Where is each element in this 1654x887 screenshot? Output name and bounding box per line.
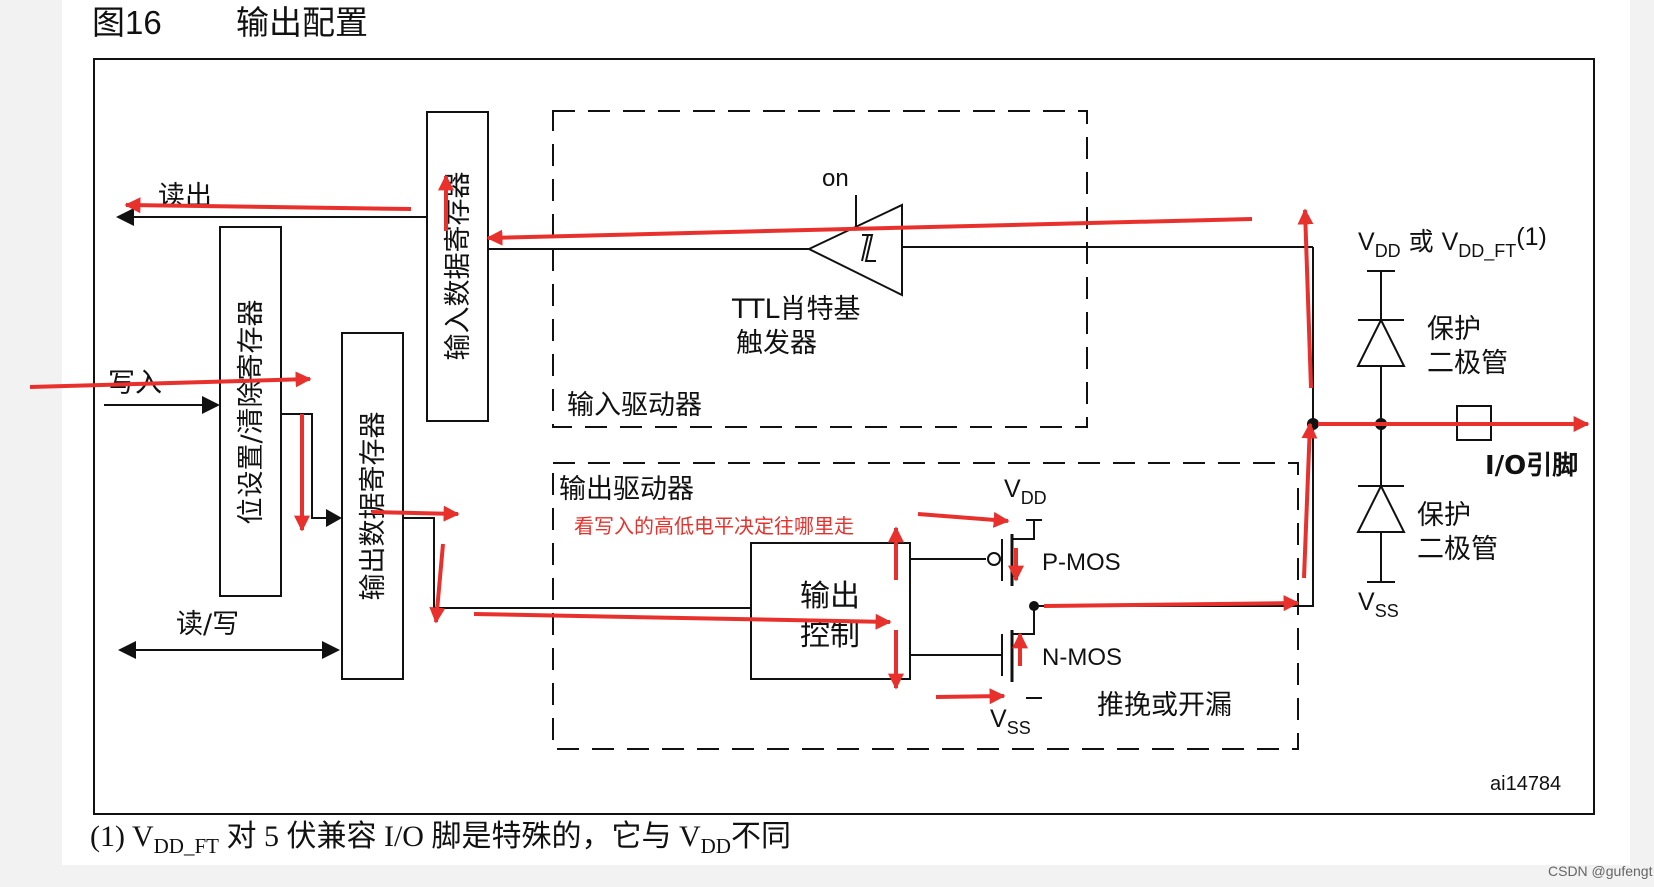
protection-diode-top-icon <box>1356 317 1406 367</box>
push-pull-open-drain-label: 推挽或开漏 <box>1097 690 1232 721</box>
schmitt-on-label: on <box>822 165 849 192</box>
input-driver-box <box>552 110 1088 428</box>
figure-number: 图16 <box>92 4 162 41</box>
diode-top-label-2: 二极管 <box>1427 348 1508 379</box>
red-arrow-to-input-register <box>486 217 1253 246</box>
pmos-label: P-MOS <box>1042 549 1121 576</box>
output-control-label-2: 控制 <box>800 618 860 653</box>
figure-title: 输出配置 <box>236 3 368 42</box>
figure-id: ai14784 <box>1490 773 1561 795</box>
input-data-register <box>426 111 489 422</box>
output-data-register <box>341 332 404 680</box>
paper-background <box>62 0 1630 865</box>
bit-set-clear-register-label: 位设置/清除寄存器 <box>236 299 267 524</box>
red-arrow-pin-up <box>1297 208 1314 389</box>
diode-bottom-label-1: 保护 <box>1417 500 1471 531</box>
read-write-arrowhead-left <box>118 641 136 659</box>
red-annotation-arrows <box>29 174 1590 705</box>
red-arrow-output-up <box>1301 422 1318 579</box>
read-write-arrowhead-right <box>322 641 340 659</box>
output-control-label-1: 输出 <box>800 579 860 614</box>
input-data-register-label: 输入数据寄存器 <box>443 172 474 361</box>
diode-top-label-1: 保护 <box>1427 314 1481 345</box>
red-arrow-vdd <box>917 511 1010 528</box>
red-arrow-to-control <box>473 612 892 630</box>
pmos-source-drain <box>1012 520 1035 540</box>
nmos-label: N-MOS <box>1042 644 1122 671</box>
red-arrow-read-out <box>124 197 412 214</box>
bitreg-to-outreg-arrowhead <box>326 509 342 527</box>
bit-set-clear-register <box>219 226 282 597</box>
supply-top-label: VDD 或 VDD_FT(1) <box>1358 223 1547 262</box>
diode-bottom-label-2: 二极管 <box>1417 534 1498 565</box>
write-in-arrowhead <box>202 396 220 414</box>
vss-label: VSS <box>990 705 1031 738</box>
red-arrow-output-node <box>1043 595 1300 612</box>
vdd-label: VDD <box>1004 475 1047 508</box>
bitreg-to-outreg-line <box>281 413 328 519</box>
io-pin-label: I/O引脚 <box>1485 451 1578 481</box>
output-driver-label: 输出驱动器 <box>559 474 694 505</box>
red-arrow-outreg-down <box>429 543 446 624</box>
schmitt-label-1: TTL肖特基 <box>731 294 861 325</box>
annotation-note: 看写入的高低电平决定往哪里走 <box>574 514 854 538</box>
schmitt-label-2: 触发器 <box>736 328 817 359</box>
output-data-register-label: 输出数据寄存器 <box>358 412 389 601</box>
watermark: CSDN @gufengt <box>1548 863 1653 879</box>
outreg-to-control-line <box>403 517 751 609</box>
red-arrow-write-in <box>29 371 312 389</box>
diagram-frame <box>93 58 1595 815</box>
hysteresis-icon <box>861 234 876 262</box>
output-control-block <box>750 542 911 680</box>
pmos-gate-bubble <box>987 552 1001 566</box>
supply-bottom-label: VSS <box>1358 588 1399 621</box>
read-write-label: 读/写 <box>176 609 239 640</box>
red-arrow-to-outreg <box>371 505 460 522</box>
footnote: (1) VDD_FT 对 5 伏兼容 I/O 脚是特殊的，它与 VDD不同 <box>90 820 791 858</box>
protection-diode-bottom-icon <box>1356 483 1406 533</box>
input-driver-label: 输入驱动器 <box>567 390 702 421</box>
red-arrow-vss <box>935 688 1006 705</box>
